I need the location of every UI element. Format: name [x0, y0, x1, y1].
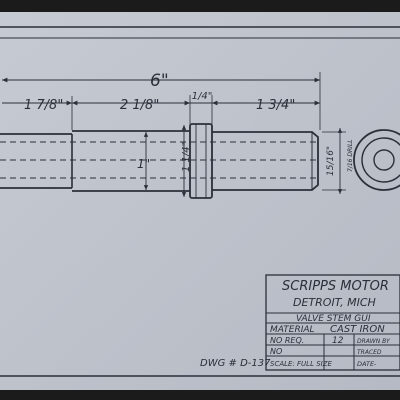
part-name: VALVE STEM GUI [296, 314, 371, 324]
collar-diameter-label: 1 1/4" [181, 142, 192, 172]
date-label: DATE- [357, 360, 377, 368]
material-value: CAST IRON [330, 324, 385, 335]
seg1-dimension-label: 1 7/8" [24, 98, 63, 113]
drawing-number: DWG # D-137 [200, 358, 271, 369]
overall-dimension-label: 6" [150, 71, 169, 91]
mid-diameter-label: 1" [137, 157, 150, 171]
traced-label: TRACED [357, 349, 382, 356]
no-req-label: NO REQ. [270, 336, 304, 345]
seg4-dimension-label: 1 3/4" [256, 98, 295, 113]
drawn-by-label: DRAWN BY [357, 338, 391, 345]
title-block [265, 274, 400, 371]
paper-sheet [0, 12, 400, 390]
end-note-label: 7/16 DRILL [347, 139, 354, 172]
material-label: MATERIAL [270, 325, 315, 335]
no-req-value: 12 [332, 336, 344, 346]
no-label: NO [270, 347, 282, 356]
seg2-dimension-label: 2 1/8" [120, 98, 159, 113]
seg3-dimension-label: 1/4" [192, 91, 213, 102]
bore-hidden-lines [0, 141, 318, 179]
end-diameter-label: 15/16" [326, 146, 336, 176]
end-view-circles [353, 129, 400, 191]
scale-label: SCALE: FULL SIZE [270, 360, 333, 368]
company-city: DETROIT, MICH [293, 296, 376, 309]
company-name: SCRIPPS MOTOR [282, 279, 389, 294]
